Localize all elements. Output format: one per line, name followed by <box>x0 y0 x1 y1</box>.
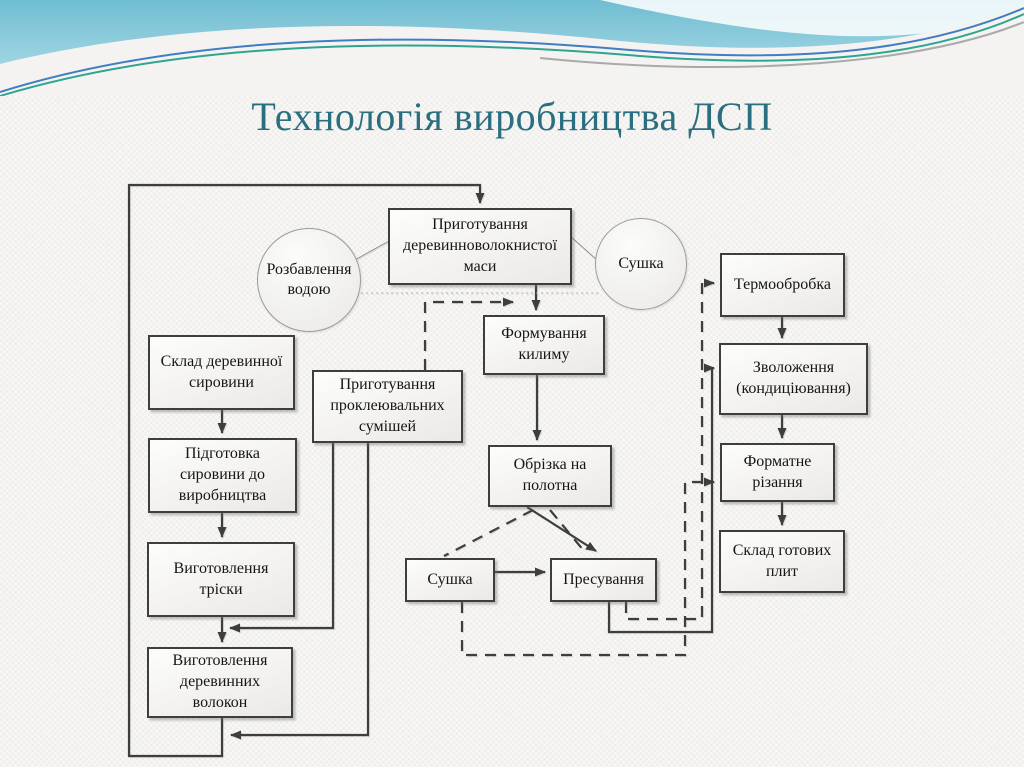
node-label: Термообробка <box>733 275 832 293</box>
link-prep-mass-to-sushka <box>569 235 598 261</box>
node-label: Сушка <box>618 255 664 272</box>
node-prokley: Приготування проклеювальних сумішей <box>312 370 463 443</box>
node-label: Склад готових плит <box>732 541 832 580</box>
edge-obrizka-to-presuvannya-dashed <box>549 509 585 552</box>
node-label: Виготовлення тріски <box>173 559 269 598</box>
edge-obrizka-to-presuvannya <box>526 506 597 552</box>
node-label: Пресування <box>563 570 644 588</box>
node-label: Склад деревинної сировини <box>160 352 283 391</box>
node-formatne: Форматне різання <box>720 443 835 502</box>
slide-title: Технологія виробництва ДСП <box>251 94 773 139</box>
header-wave-decoration <box>0 0 1024 96</box>
node-sushka-circle: Сушка <box>595 218 687 310</box>
node-vyhot-trisky: Виготовлення тріски <box>147 542 295 617</box>
node-label: Розбавлення водою <box>266 261 352 298</box>
node-pidhotovka: Підготовка сировини до виробництва <box>148 438 297 513</box>
node-label: Приготування деревинноволокнистої маси <box>402 216 558 275</box>
node-rozbavlennya-circle: Розбавлення водою <box>257 228 361 332</box>
node-label: Форматне різання <box>743 452 812 491</box>
node-presuvannya: Пресування <box>550 558 657 602</box>
node-label: Приготування проклеювальних сумішей <box>330 376 445 435</box>
node-label: Обрізка на полотна <box>513 456 587 494</box>
link-rozbavlennya-to-prep-mass <box>352 240 390 262</box>
node-sklad-plyt: Склад готових плит <box>719 530 845 593</box>
node-sklad-syrovyny: Склад деревинної сировини <box>148 335 295 410</box>
node-label: Виготовлення деревинних волокон <box>172 652 268 711</box>
node-termoobrobka: Термообробка <box>720 253 845 317</box>
node-zvolozhennya: Зволоження (кондиціювання) <box>719 343 868 415</box>
node-label: Зволоження (кондиціювання) <box>736 359 851 397</box>
node-label: Сушка <box>427 570 473 588</box>
node-sushka-box: Сушка <box>405 558 495 602</box>
node-label: Підготовка сировини до виробництва <box>178 445 267 504</box>
edge-obrizka-to-sushka-dashed <box>443 509 534 557</box>
node-label: Формування килиму <box>501 325 587 363</box>
node-obrizka: Обрізка на полотна <box>488 445 612 507</box>
node-prep-mass: Приготування деревинноволокнистої маси <box>388 208 572 285</box>
node-vyhot-volokon: Виготовлення деревинних волокон <box>147 647 293 718</box>
node-form-kylym: Формування килиму <box>483 315 605 375</box>
